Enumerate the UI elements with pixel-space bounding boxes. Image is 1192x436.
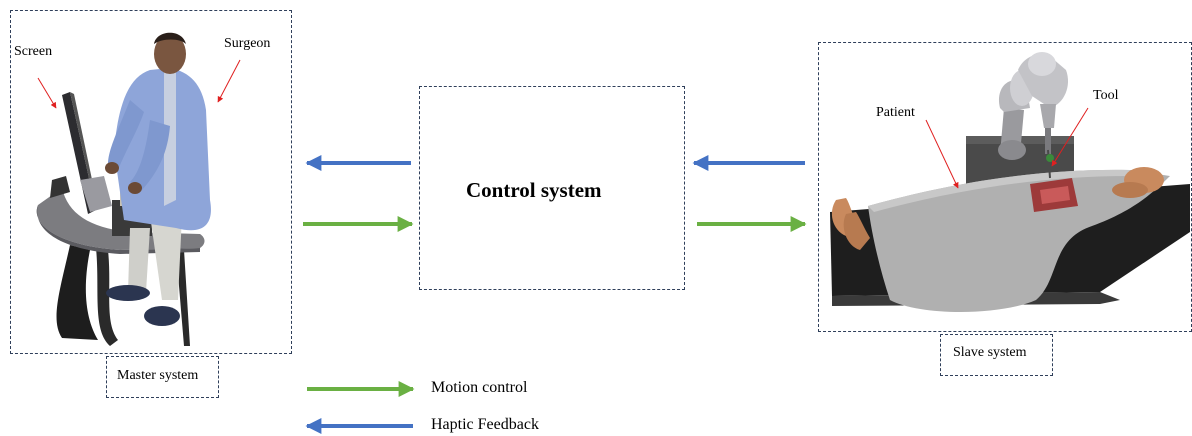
tool-pointer-arrow bbox=[1051, 107, 1089, 167]
slave-system-label-box bbox=[940, 334, 1053, 376]
surgeon-label: Surgeon bbox=[224, 36, 271, 51]
tool-label: Tool bbox=[1093, 88, 1119, 103]
slave-system-label: Slave system bbox=[953, 345, 1027, 360]
surgeon-pointer-arrow bbox=[217, 59, 241, 103]
screen-pointer-arrow bbox=[37, 77, 57, 109]
patient-pointer-arrow bbox=[925, 119, 959, 189]
screen-label: Screen bbox=[14, 44, 53, 59]
surgeon-workstation-illustration bbox=[36, 32, 211, 346]
patient-label: Patient bbox=[876, 105, 915, 120]
master-system-box bbox=[10, 10, 292, 354]
control-system-box bbox=[419, 86, 685, 290]
master-system-label-box bbox=[106, 356, 219, 398]
legend-motion-control: Motion control bbox=[431, 379, 528, 396]
robot-arm-illustration bbox=[998, 52, 1069, 179]
patient-on-table-illustration bbox=[830, 136, 1190, 312]
annotation-arrows bbox=[37, 59, 1089, 189]
master-system-label: Master system bbox=[117, 368, 199, 383]
legend-haptic-feedback: Haptic Feedback bbox=[431, 416, 539, 433]
control-system-label: Control system bbox=[466, 178, 602, 202]
